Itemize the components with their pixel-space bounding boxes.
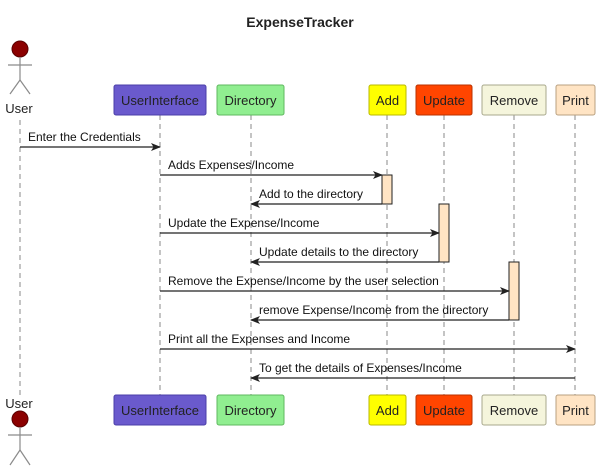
participant-remove-top: Remove [481, 84, 547, 116]
message-1: Enter the Credentials [20, 130, 161, 151]
participant-update-top: Update [415, 84, 473, 116]
participant-add-bottom: Add [368, 394, 407, 426]
actor-left-leg [9, 79, 21, 95]
message-label: Update details to the directory [259, 245, 418, 259]
participant-label: UserInterface [121, 403, 199, 418]
participant-box [113, 84, 207, 116]
message-label: remove Expense/Income from the directory [259, 303, 488, 317]
participant-dir-bottom: Directory [216, 394, 285, 426]
message-label: To get the details of Expenses/Income [259, 361, 462, 375]
message-label: Enter the Credentials [28, 130, 141, 144]
message-2: Adds Expenses/Income [160, 158, 383, 179]
actor-right-leg [19, 79, 31, 95]
diagram-title: ExpenseTracker [246, 14, 354, 30]
participant-box [555, 394, 596, 426]
participant-box [216, 394, 285, 426]
participant-ui-top: UserInterface [113, 84, 207, 116]
message-9: To get the details of Expenses/Income [250, 361, 575, 382]
participant-label: Add [376, 403, 399, 418]
participant-box [368, 394, 407, 426]
participant-dir-top: Directory [216, 84, 285, 116]
message-label: Add to the directory [259, 187, 363, 201]
participant-box [481, 394, 547, 426]
actor-head [11, 40, 29, 58]
participant-label: UserInterface [121, 93, 199, 108]
participants-bottom: UserInterface Directory Add Update Remove Pri… [113, 394, 596, 426]
message-label: Adds Expenses/Income [168, 158, 294, 172]
participant-update-bottom: Update [415, 394, 473, 426]
participant-box [368, 84, 407, 116]
actor-left-leg [9, 449, 21, 466]
activation-bar-add [381, 174, 393, 205]
message-5: Update details to the directory [250, 245, 439, 266]
message-3: Add to the directory [250, 187, 382, 208]
user-actor-top: User [5, 40, 33, 116]
participant-print-top: Print [555, 84, 596, 116]
message-label: Print all the Expenses and Income [168, 332, 350, 346]
participant-label: Remove [490, 403, 538, 418]
message-label: Remove the Expense/Income by the user se… [168, 274, 439, 288]
actor-right-leg [19, 449, 31, 466]
participant-box [415, 394, 473, 426]
participant-box [555, 84, 596, 116]
message-label: Update the Expense/Income [168, 216, 320, 230]
participant-ui-bottom: UserInterface [113, 394, 207, 426]
user-actor-bottom: User [5, 396, 33, 466]
participants-top: UserInterface Directory Add Update Remove Pri… [113, 84, 596, 116]
message-6: Remove the Expense/Income by the user se… [160, 274, 510, 295]
participant-add-top: Add [368, 84, 407, 116]
activation-bar-remove [508, 261, 520, 321]
actor-label-bottom: User [5, 396, 33, 411]
participant-box [481, 84, 547, 116]
participant-remove-bottom: Remove [481, 394, 547, 426]
participant-label: Directory [224, 93, 277, 108]
participant-box [113, 394, 207, 426]
participant-label: Print [562, 93, 589, 108]
message-7: remove Expense/Income from the directory [250, 303, 509, 324]
participant-box [216, 84, 285, 116]
activation-bar-update [438, 203, 450, 263]
participant-print-bottom: Print [555, 394, 596, 426]
message-8: Print all the Expenses and Income [160, 332, 576, 353]
participant-label: Print [562, 403, 589, 418]
participant-label: Update [423, 403, 465, 418]
participant-label: Add [376, 93, 399, 108]
actor-head [11, 410, 29, 428]
participant-label: Update [423, 93, 465, 108]
actor-label-top: User [5, 101, 33, 116]
message-4: Update the Expense/Income [160, 216, 440, 237]
participant-label: Remove [490, 93, 538, 108]
participant-label: Directory [224, 403, 277, 418]
participant-box [415, 84, 473, 116]
